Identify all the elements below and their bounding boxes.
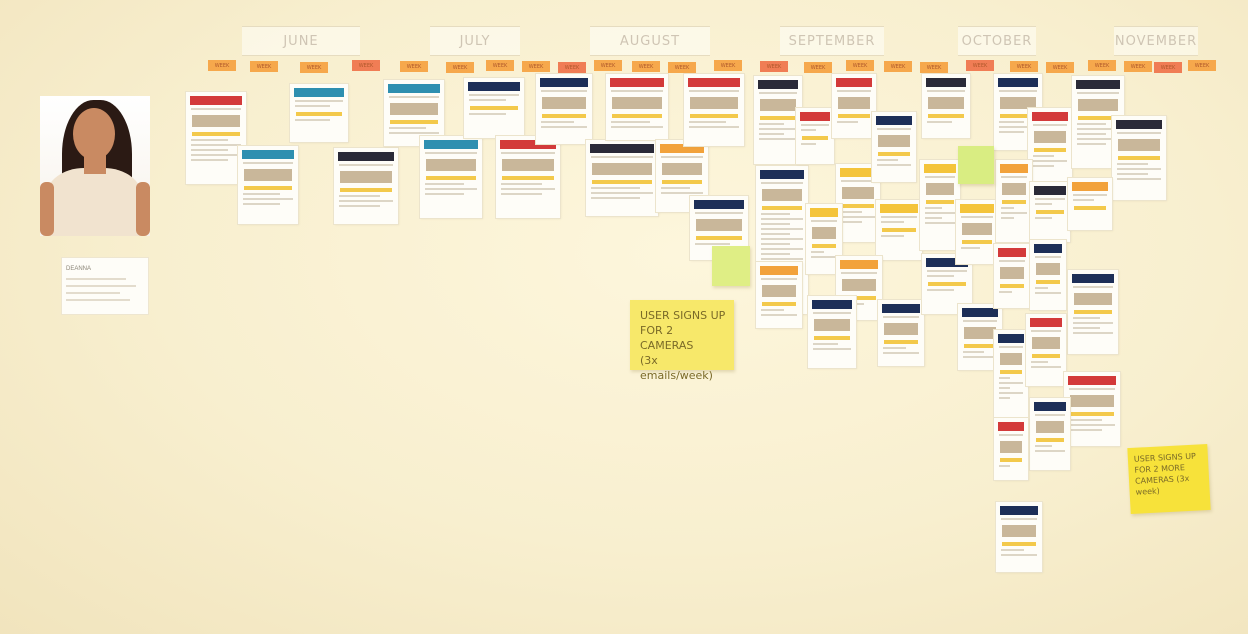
email-printout — [684, 74, 744, 146]
email-printout — [876, 200, 922, 260]
email-printout — [994, 418, 1028, 480]
email-printout — [996, 502, 1042, 572]
email-printout — [420, 136, 482, 218]
week-tag: WEEK — [966, 60, 994, 71]
email-printout — [384, 80, 444, 146]
month-label-september: SEPTEMBER — [780, 26, 884, 56]
week-tag: WEEK — [760, 61, 788, 72]
week-tag: WEEK — [668, 62, 696, 73]
week-tag: WEEK — [1124, 61, 1152, 72]
week-tag: WEEK — [714, 60, 742, 71]
email-printout — [656, 140, 708, 212]
sticky-note-text: USER SIGNS UP FOR 2 CAMERAS (3x emails/w… — [640, 309, 726, 382]
week-tag: WEEK — [522, 61, 550, 72]
email-printout — [832, 74, 876, 138]
week-tag: WEEK — [208, 60, 236, 71]
sticky-note-camera-signup: USER SIGNS UP FOR 2 CAMERAS (3x emails/w… — [630, 300, 734, 382]
email-printout — [878, 300, 924, 366]
email-printout — [238, 146, 298, 224]
week-tag: WEEK — [1154, 62, 1182, 73]
week-tag: WEEK — [446, 62, 474, 73]
week-tag: WEEK — [804, 62, 832, 73]
week-tag: WEEK — [1088, 60, 1116, 71]
email-printout — [606, 74, 668, 140]
email-printout — [586, 140, 658, 216]
sticky-note-green — [958, 146, 994, 184]
email-printout — [1064, 372, 1120, 446]
week-tag: WEEK — [1010, 61, 1038, 72]
week-tag: WEEK — [884, 61, 912, 72]
email-printout — [756, 262, 802, 328]
week-tag: WEEK — [400, 61, 428, 72]
week-tag: WEEK — [920, 62, 948, 73]
month-label-june: JUNE — [242, 26, 360, 56]
persona-name: DEANNA — [66, 266, 92, 272]
persona-photo — [40, 96, 150, 236]
sticky-note-text: USER SIGNS UP FOR 2 MORE CAMERAS (3x wee… — [1133, 451, 1197, 497]
week-tag: WEEK — [846, 60, 874, 71]
sticky-note-more-cameras: USER SIGNS UP FOR 2 MORE CAMERAS (3x wee… — [1127, 443, 1211, 515]
email-printout — [994, 330, 1028, 426]
month-label-november: NOVEMBER — [1114, 26, 1198, 56]
email-printout — [1026, 314, 1066, 386]
email-printout — [996, 160, 1032, 242]
week-tag: WEEK — [1188, 60, 1216, 71]
persona-card: DEANNA — [62, 258, 148, 314]
email-printout — [334, 148, 398, 224]
email-printout — [1030, 398, 1070, 470]
week-tag: WEEK — [250, 61, 278, 72]
email-printout — [836, 164, 880, 242]
week-tag: WEEK — [594, 60, 622, 71]
email-printout — [496, 136, 560, 218]
email-printout — [994, 244, 1030, 308]
email-printout — [808, 296, 856, 368]
email-printout — [1030, 182, 1070, 242]
email-printout — [1068, 178, 1112, 230]
week-tag: WEEK — [352, 60, 380, 71]
week-tag: WEEK — [558, 62, 586, 73]
month-label-august: AUGUST — [590, 26, 710, 56]
email-printout — [1112, 116, 1166, 200]
email-printout — [186, 92, 246, 184]
email-printout — [922, 74, 970, 138]
week-tag: WEEK — [1046, 62, 1074, 73]
month-label-october: OCTOBER — [958, 26, 1036, 56]
month-label-july: JULY — [430, 26, 520, 56]
email-printout — [1028, 108, 1072, 190]
email-printout — [464, 78, 524, 138]
email-printout — [290, 84, 348, 142]
email-printout — [754, 76, 802, 164]
email-printout — [536, 74, 592, 144]
email-printout — [1030, 240, 1066, 310]
email-printout — [796, 108, 834, 164]
week-tag: WEEK — [632, 61, 660, 72]
sticky-note-green — [712, 246, 750, 286]
email-printout — [1068, 270, 1118, 354]
email-printout — [920, 160, 960, 250]
email-printout — [872, 112, 916, 182]
week-tag: WEEK — [300, 62, 328, 73]
week-tag: WEEK — [486, 60, 514, 71]
email-printout — [956, 200, 998, 264]
